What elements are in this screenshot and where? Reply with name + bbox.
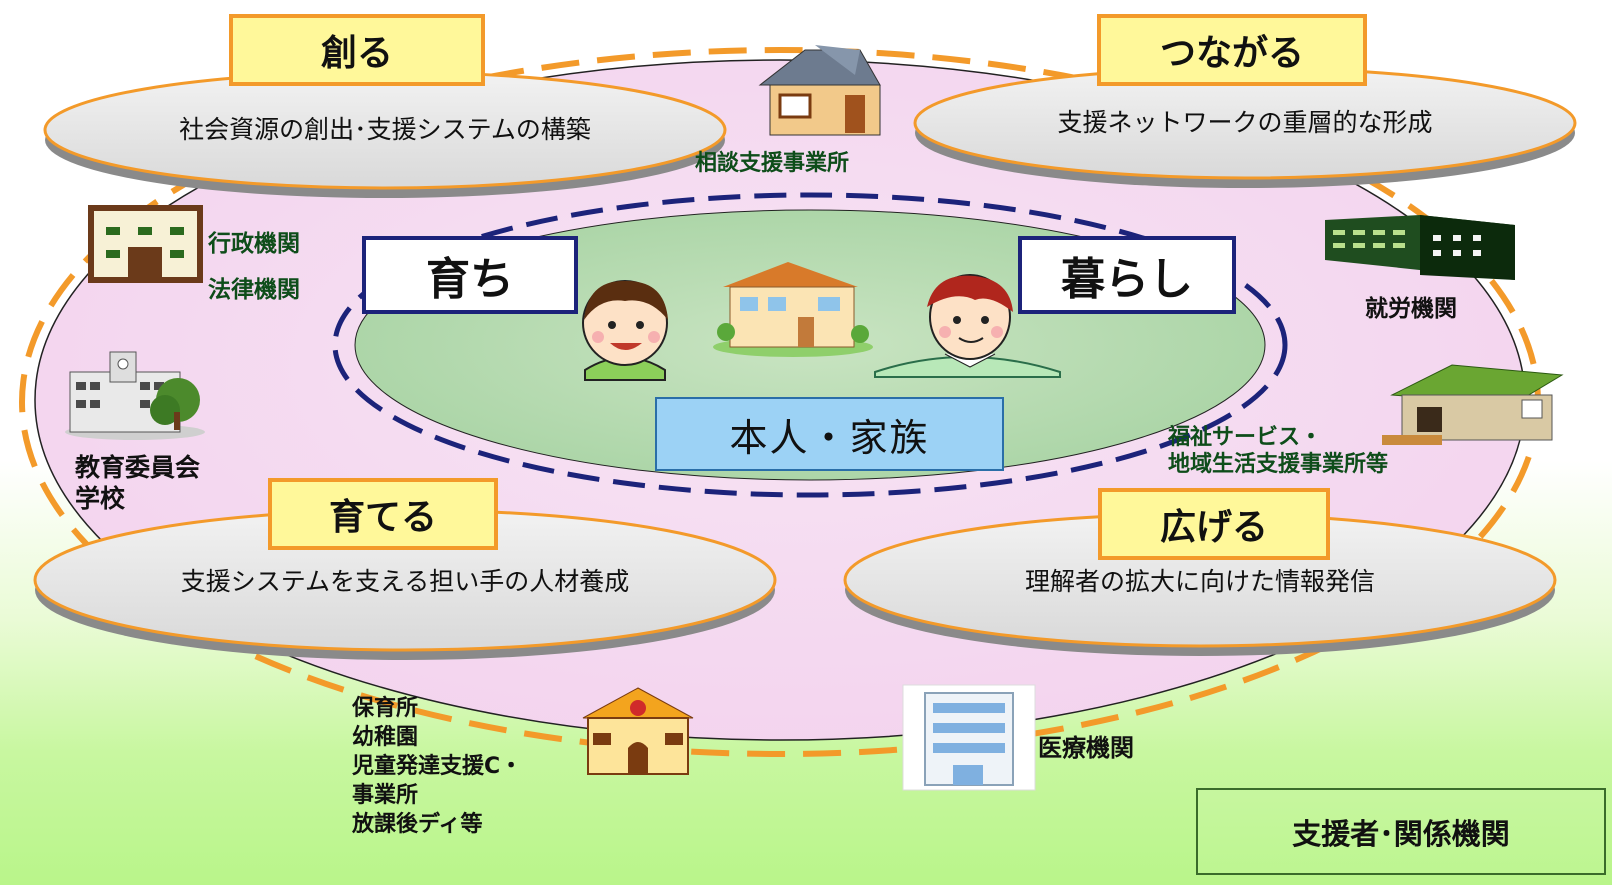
school-icon [65, 351, 205, 440]
admin-building-icon [88, 205, 203, 283]
theme-text-nurture: 支援システムを支える担い手の人材養成 [180, 567, 630, 596]
theme-title-nurture: 育てる [268, 478, 498, 550]
phase-growth-label: 育ち [362, 236, 578, 314]
agency-education-1: 教育委員会 [75, 453, 201, 482]
factory-icon [1325, 215, 1515, 280]
agency-employment: 就労機関 [1365, 296, 1457, 322]
theme-text-create: 社会資源の創出･支援システムの構築 [179, 115, 591, 144]
welfare-facility-icon [1382, 364, 1564, 445]
agency-consultation: 相談支援事業所 [695, 151, 850, 176]
agency-medical: 医療機関 [1038, 734, 1134, 762]
agency-admin: 行政機関 [208, 231, 300, 257]
family-house-icon [713, 262, 873, 357]
agency-childcare-4: 事業所 [352, 783, 419, 808]
supporters-label-box: 支援者･関係機関 [1196, 788, 1606, 875]
agency-legal: 法律機関 [208, 277, 300, 303]
theme-title-create: 創る [229, 14, 485, 86]
agency-childcare-2: 幼稚園 [352, 725, 419, 750]
agency-education-2: 学校 [75, 484, 126, 513]
nursery-icon [582, 687, 694, 775]
theme-text-spread: 理解者の拡大に向けた情報発信 [1024, 567, 1375, 596]
agency-welfare-1: 福祉サービス・ [1168, 425, 1323, 450]
inner-dashed-ring [332, 192, 1288, 498]
phase-living-label: 暮らし [1018, 236, 1236, 314]
agency-childcare-5: 放課後ディ等 [352, 812, 483, 837]
house-icon [758, 45, 881, 136]
theme-text-connect: 支援ネットワークの重層的な形成 [1057, 108, 1433, 137]
agency-childcare-3: 児童発達支援C・ [352, 754, 523, 779]
theme-title-connect: つながる [1097, 14, 1367, 86]
boy-icon [582, 280, 668, 381]
theme-title-spread: 広げる [1098, 488, 1330, 560]
agency-childcare-1: 保育所 [352, 696, 419, 721]
hospital-icon [902, 684, 1036, 791]
man-icon [874, 274, 1061, 378]
person-family-label: 本人・家族 [655, 397, 1004, 471]
theme-ellipse-spread [843, 512, 1557, 656]
theme-ellipse-connect [913, 66, 1577, 188]
agency-welfare-2: 地域生活支援事業所等 [1168, 452, 1389, 477]
